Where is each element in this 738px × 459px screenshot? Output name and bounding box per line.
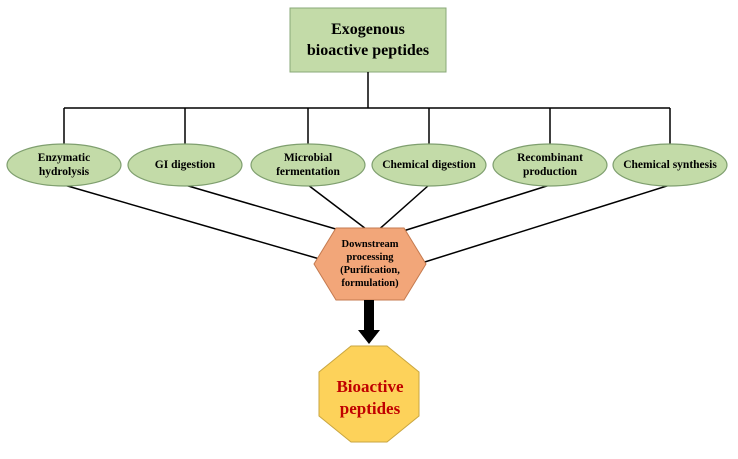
method-ellipse	[250, 143, 366, 187]
arrow-shaft	[364, 300, 374, 330]
result-octagon	[318, 345, 420, 443]
process-hexagon	[313, 227, 427, 301]
process-label: Downstream processing (Purification, for…	[340, 239, 400, 289]
method-label-enzymatic-hydrolysis: Enzymatic hydrolysis	[37, 152, 91, 178]
method-label-microbial-fermentation: Microbial fermentation	[276, 152, 340, 178]
method-ellipse	[6, 143, 122, 187]
method-ellipse	[127, 143, 243, 187]
converge-line	[307, 184, 371, 233]
converge-line	[63, 184, 331, 263]
source-box	[289, 7, 447, 73]
method-label-chemical-digestion: Chemical digestion	[382, 159, 476, 171]
method-ellipse	[492, 143, 608, 187]
source-label: Exogenous bioactive peptides	[306, 21, 430, 59]
arrow-head	[358, 330, 380, 344]
method-label-gi-digestion: GI digestion	[154, 159, 216, 171]
converge-line	[184, 184, 347, 233]
method-label-chemical-synthesis: Chemical synthesis	[623, 159, 717, 171]
converge-line	[411, 184, 671, 267]
method-ellipse	[612, 143, 728, 187]
method-ellipse	[371, 143, 487, 187]
method-label-recombinant-production: Recombinant production	[517, 152, 583, 178]
converge-line	[399, 184, 551, 233]
result-label: Bioactive peptides	[336, 377, 404, 418]
converge-line	[375, 184, 430, 233]
